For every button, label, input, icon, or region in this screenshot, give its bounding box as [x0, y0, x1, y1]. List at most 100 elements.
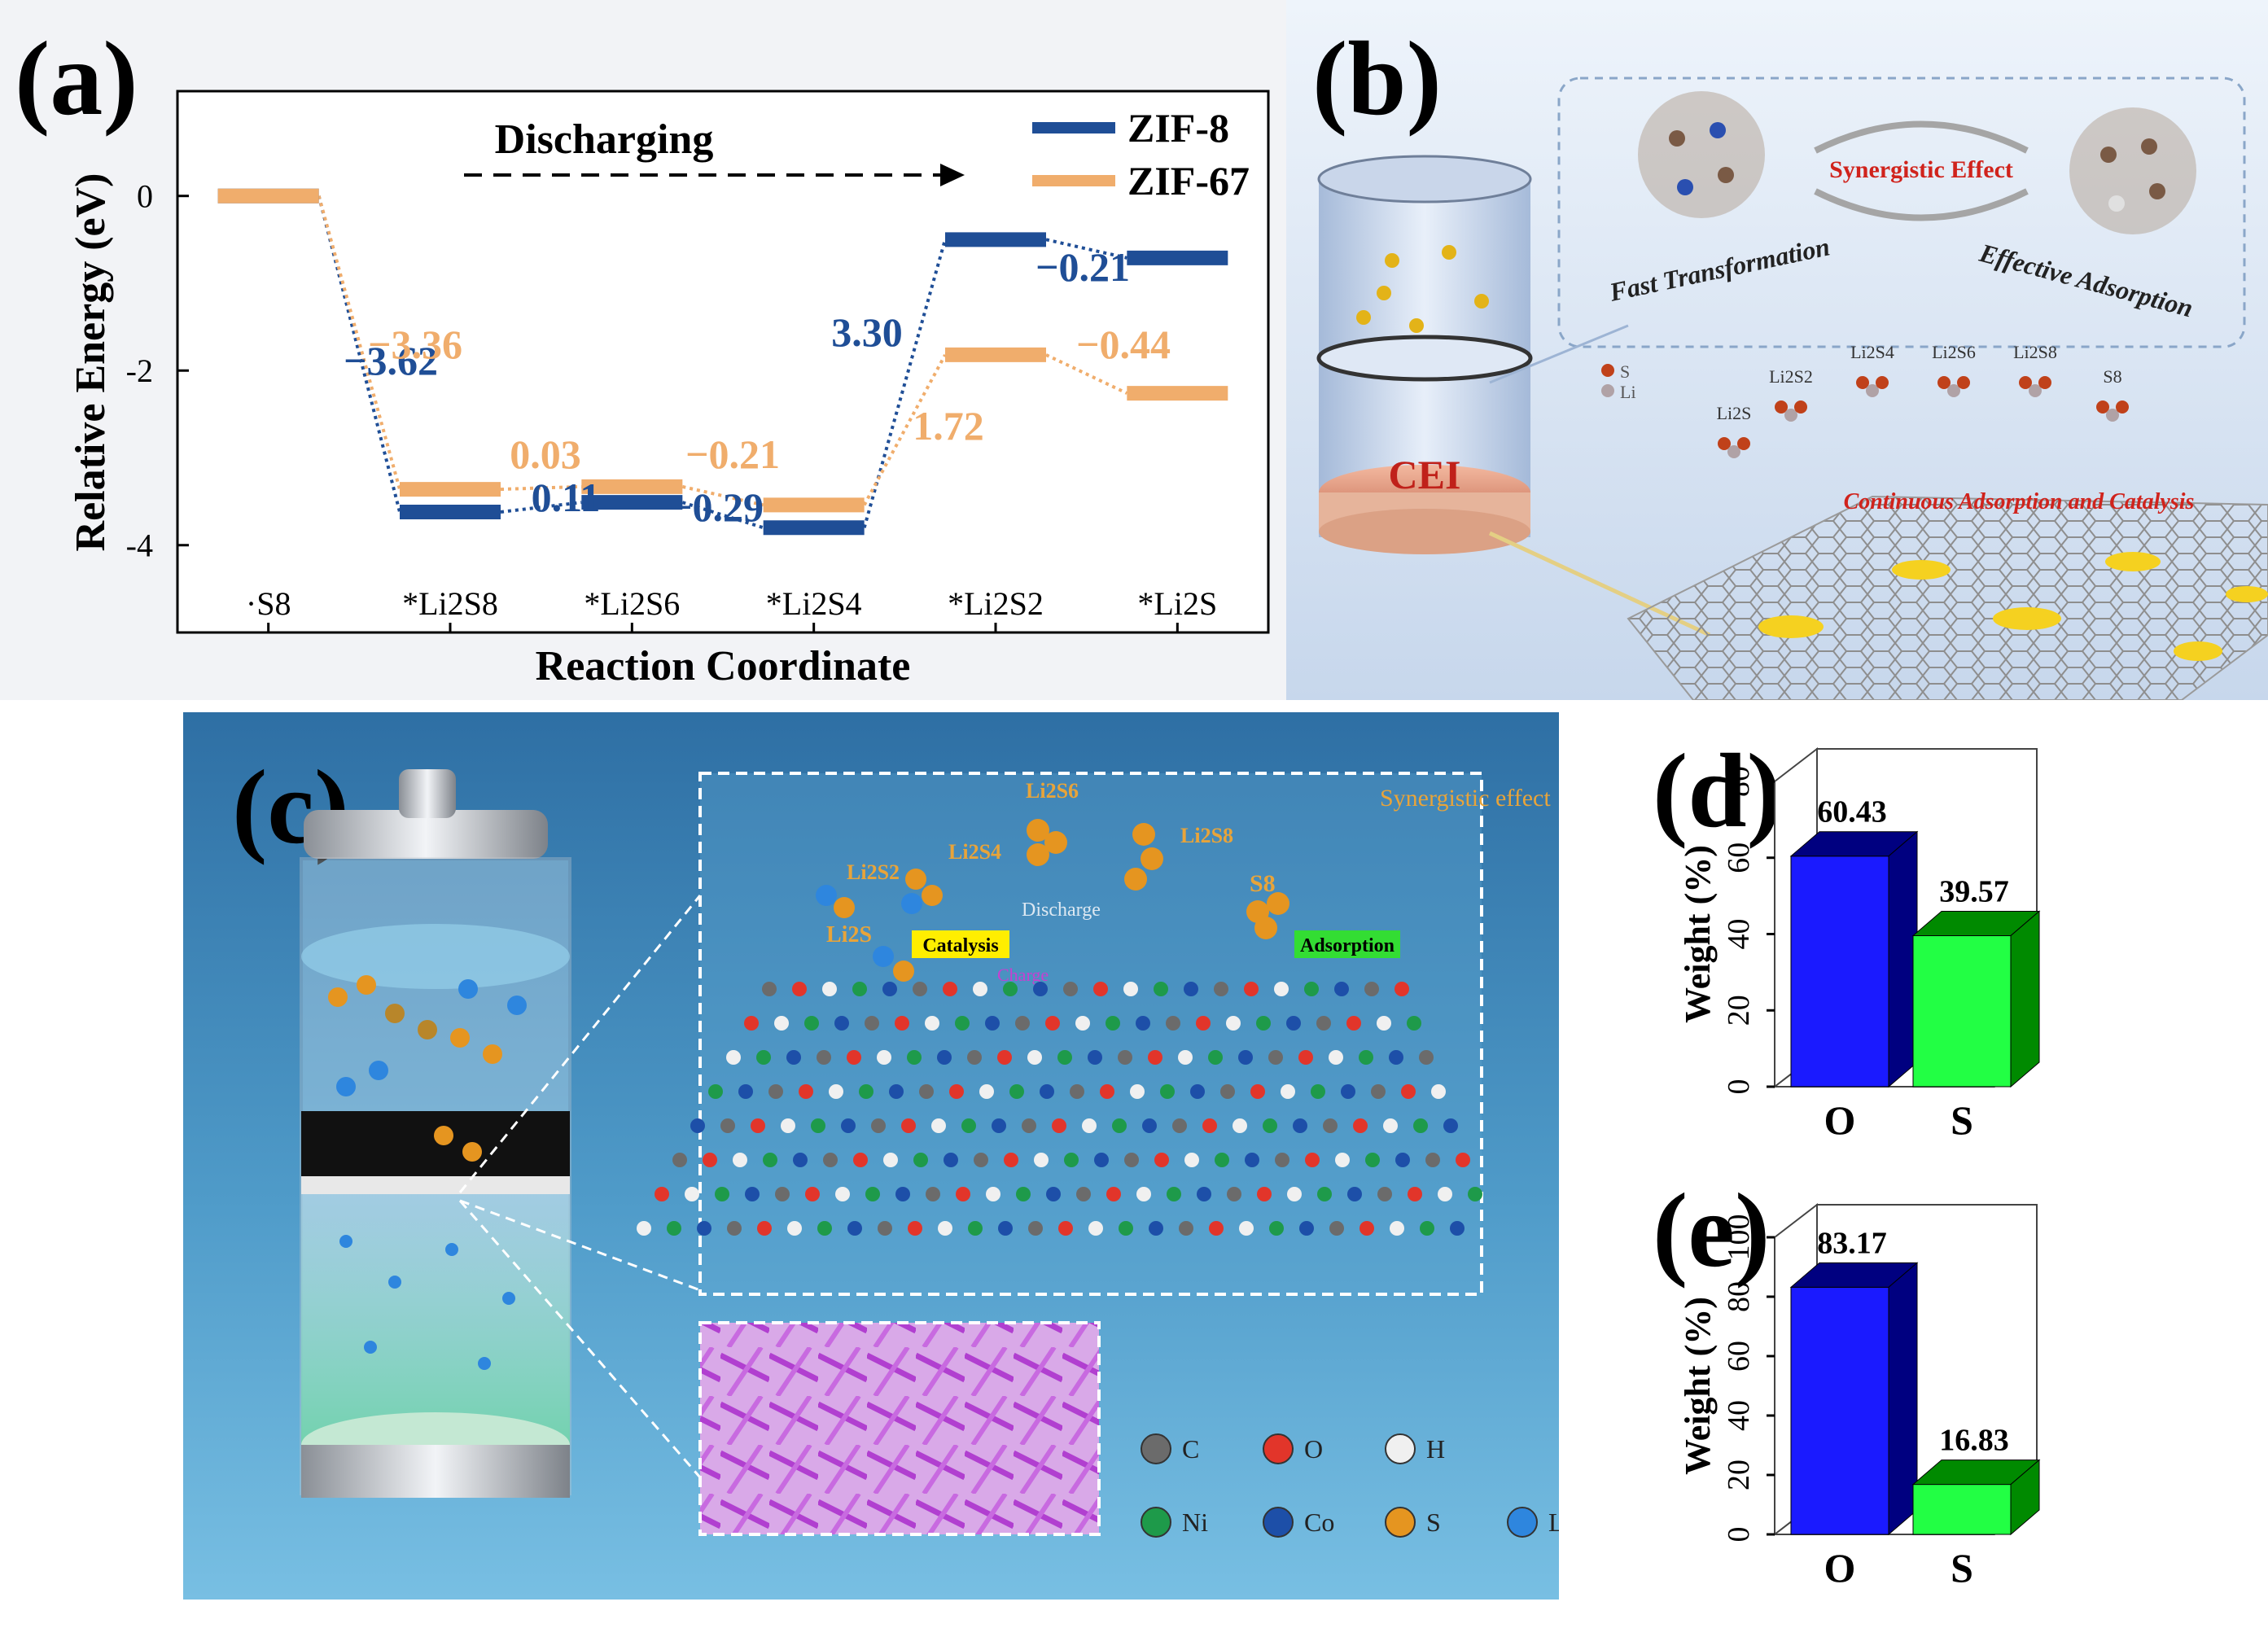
lattice-atom-179: [757, 1221, 772, 1236]
lattice-atom-103: [961, 1118, 976, 1133]
lattice-atom-58: [1118, 1050, 1132, 1065]
lattice-atom-100: [871, 1118, 886, 1133]
lattice-atom-165: [1197, 1187, 1211, 1201]
lattice-atom-43: [1377, 1016, 1391, 1031]
lattice-atom-130: [974, 1153, 988, 1167]
lattice-atom-158: [986, 1187, 1000, 1201]
lattice-atom-132: [1034, 1153, 1049, 1167]
bar-front-S: [1912, 1484, 2012, 1535]
lattice-atom-91: [1371, 1084, 1386, 1099]
lattice-atom-52: [937, 1050, 952, 1065]
species-atom-3-1: [1947, 384, 1960, 397]
y-tick-label-3: 60: [1722, 1341, 1756, 1372]
lattice-atom-148: [685, 1187, 699, 1201]
y-tick-label-0: 0: [137, 178, 153, 215]
lattice-atom-63: [1268, 1050, 1283, 1065]
legend-li-label: Li: [1620, 382, 1636, 402]
lattice-atom-117: [1383, 1118, 1398, 1133]
y-tick-label-1: 20: [1722, 1460, 1756, 1490]
lattice-atom-159: [1016, 1187, 1031, 1201]
lattice-atom-111: [1202, 1118, 1217, 1133]
lattice-atom-170: [1347, 1187, 1362, 1201]
connector-ZIF-67-3: [681, 484, 764, 507]
cathode-jar: [1316, 155, 1533, 554]
lattice-atom-0: [762, 982, 777, 996]
lattice-atom-16: [1244, 982, 1259, 996]
lattice-atom-83: [1130, 1084, 1145, 1099]
lattice-atom-134: [1094, 1153, 1109, 1167]
lattice-atom-47: [786, 1050, 801, 1065]
connector-ZIF-8-4: [862, 239, 947, 528]
lattice-atom-80: [1040, 1084, 1054, 1099]
s8-label-c: S8: [1250, 870, 1276, 897]
lattice-atom-81: [1070, 1084, 1084, 1099]
x-tick-label-5: *Li2S: [1137, 585, 1217, 622]
species-atom-0-0: [1718, 437, 1731, 450]
lattice-atom-162: [1106, 1187, 1121, 1201]
lattice-atom-152: [805, 1187, 820, 1201]
lattice-atom-34: [1106, 1016, 1120, 1031]
framework-left-icon: [1638, 91, 1765, 218]
lattice-atom-157: [956, 1187, 970, 1201]
lattice-atom-168: [1287, 1187, 1302, 1201]
lattice-atom-31: [1015, 1016, 1030, 1031]
lattice-atom-84: [1160, 1084, 1175, 1099]
lattice-atom-41: [1316, 1016, 1331, 1031]
y-ticks-a: 0-2-4: [126, 178, 189, 564]
adsorption-tag: [1294, 930, 1400, 958]
panel-label-a: (a): [15, 20, 138, 138]
lattice-atom-151: [775, 1187, 790, 1201]
lattice-atom-54: [997, 1050, 1012, 1065]
y-tick-label-4: 80: [1722, 766, 1756, 797]
panel-a: (a) 0-2-4 ·S8*Li2S8*Li2S6*Li2S4*Li2S2*Li…: [0, 0, 1286, 700]
species-atom-5-0: [2096, 400, 2109, 414]
lattice-atom-200: [1390, 1221, 1404, 1236]
panel-a-svg: (a) 0-2-4 ·S8*Li2S8*Li2S6*Li2S4*Li2S2*Li…: [15, 20, 1270, 689]
lattice-atom-20: [1364, 982, 1379, 996]
lattice-atom-129: [944, 1153, 958, 1167]
bar-side-S: [2010, 910, 2040, 1088]
lattice-atom-189: [1058, 1221, 1073, 1236]
x-tick-label-S: S: [1951, 1545, 1973, 1591]
lattice-atom-49: [847, 1050, 861, 1065]
continuous-adsorption-label: Continuous Adsorption and Catalysis: [1844, 489, 2195, 514]
lattice-atom-60: [1178, 1050, 1193, 1065]
bar-side-S: [2010, 1459, 2040, 1536]
legend-atom-Co: [1263, 1507, 1294, 1538]
lattice-atom-181: [817, 1221, 832, 1236]
species-atom-5-1: [2106, 409, 2119, 422]
lattice-atom-85: [1190, 1084, 1205, 1099]
lattice-atom-177: [697, 1221, 711, 1236]
lattice-atom-122: [733, 1153, 747, 1167]
y-tick-label-4: 80: [1722, 1281, 1756, 1312]
lattice-atom-113: [1263, 1118, 1277, 1133]
lattice-atom-27: [895, 1016, 909, 1031]
lattice-atom-185: [938, 1221, 952, 1236]
lattice-atom-135: [1124, 1153, 1139, 1167]
legend-atom-label-Li: Li: [1548, 1508, 1559, 1537]
lattice-atom-166: [1227, 1187, 1241, 1201]
lattice-atom-175: [637, 1221, 651, 1236]
species-atom-3-2: [1957, 376, 1970, 389]
x-tick-label-O: O: [1824, 1097, 1856, 1143]
lattice-atom-98: [811, 1118, 825, 1133]
lattice-atom-143: [1365, 1153, 1380, 1167]
lattice-atom-32: [1045, 1016, 1060, 1031]
legend-atom-H: [1385, 1433, 1416, 1464]
annotation-discharging: Discharging: [495, 116, 714, 163]
li2s2-label-c: Li2S2: [847, 860, 900, 884]
bar-value-label-S: 39.57: [1939, 875, 2009, 909]
bar-value-label-O: 60.43: [1817, 795, 1887, 829]
legend-atom-label-O: O: [1304, 1434, 1323, 1464]
lattice-atom-131: [1004, 1153, 1018, 1167]
lattice-atom-153: [835, 1187, 850, 1201]
lattice-atom-7: [973, 982, 987, 996]
lattice-atom-137: [1184, 1153, 1199, 1167]
lattice-atom-4: [882, 982, 897, 996]
lattice-atom-156: [926, 1187, 940, 1201]
y-tick-label-3: 60: [1722, 842, 1756, 873]
lattice-atom-183: [878, 1221, 892, 1236]
lattice-atom-108: [1112, 1118, 1127, 1133]
x-tick-label-4: *Li2S2: [948, 585, 1044, 622]
